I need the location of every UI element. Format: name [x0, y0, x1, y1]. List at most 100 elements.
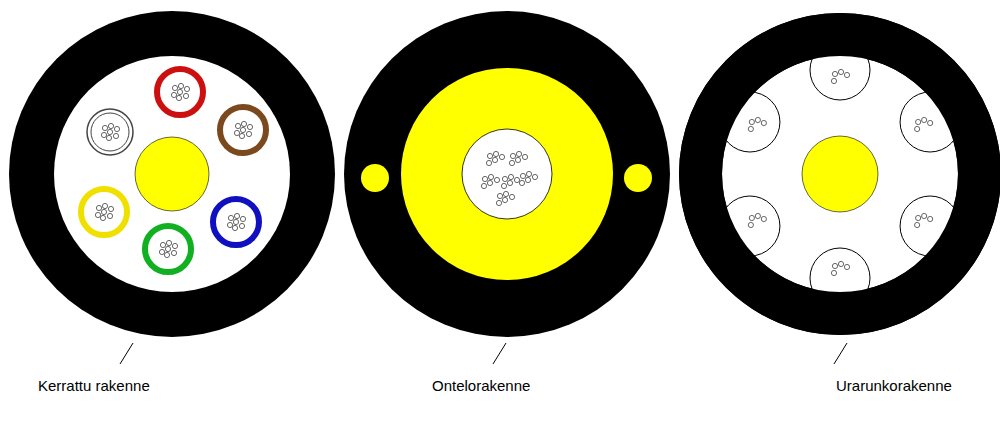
slotted-core-cable: [679, 13, 1000, 335]
fiber: [494, 177, 499, 182]
fiber: [172, 243, 177, 248]
fiber: [178, 83, 183, 88]
fiber: [507, 180, 512, 185]
fiber: [514, 177, 519, 182]
fiber: [108, 206, 113, 211]
fiber: [922, 213, 927, 218]
fiber: [234, 213, 239, 218]
fiber: [844, 72, 849, 77]
central-tube-cable: [344, 11, 670, 337]
fiber: [486, 160, 491, 165]
fiber: [532, 174, 537, 179]
fiber: [492, 157, 497, 162]
fiber: [247, 124, 252, 129]
fiber: [246, 131, 251, 136]
fiber: [159, 249, 164, 254]
fiber: [171, 250, 176, 255]
fiber: [749, 215, 754, 220]
fiber: [502, 197, 507, 202]
fiber: [239, 223, 244, 228]
fiber: [488, 174, 493, 179]
structure-label: Ontelorakenne: [432, 377, 530, 395]
structure-label: Urarunkorakenne: [836, 377, 952, 395]
fiber-cluster: [234, 121, 252, 138]
fiber: [496, 200, 501, 205]
fiber: [239, 133, 244, 138]
fiber: [165, 246, 170, 251]
fiber: [232, 225, 237, 230]
leader-line: [120, 343, 133, 364]
fiber: [928, 120, 933, 125]
fiber-cluster: [501, 174, 519, 188]
fiber: [761, 120, 766, 125]
fiber: [832, 263, 837, 268]
fiber: [838, 69, 843, 74]
fiber: [509, 194, 514, 199]
fiber: [487, 180, 492, 185]
fiber-cluster: [831, 261, 849, 275]
fiber: [748, 222, 753, 227]
fiber-cluster: [101, 123, 119, 140]
fiber: [235, 123, 240, 128]
fiber-bundles: [95, 69, 932, 275]
fiber: [482, 176, 487, 181]
fiber: [916, 215, 921, 220]
fiber-cluster: [95, 203, 113, 220]
fiber: [106, 135, 111, 140]
fiber: [234, 130, 239, 135]
fiber-cluster: [831, 69, 849, 83]
fiber: [241, 121, 246, 126]
fiber: [502, 176, 507, 181]
fiber: [761, 216, 766, 221]
fiber: [844, 264, 849, 269]
fiber: [101, 209, 106, 214]
fiber: [503, 191, 508, 196]
fiber: [508, 174, 513, 179]
fiber: [515, 157, 520, 162]
fiber: [172, 85, 177, 90]
fiber-cluster: [171, 83, 189, 100]
fiber: [100, 215, 105, 220]
fiber: [493, 151, 498, 156]
fiber: [176, 95, 181, 100]
fiber: [102, 203, 107, 208]
fiber: [509, 160, 514, 165]
fiber-cluster: [915, 117, 933, 131]
fiber: [487, 153, 492, 158]
fiber: [526, 171, 531, 176]
fiber: [240, 127, 245, 132]
fiber: [525, 177, 530, 182]
fiber: [922, 117, 927, 122]
fiber: [227, 222, 232, 227]
fiber-cluster: [748, 117, 766, 131]
fiber-cluster: [496, 191, 514, 205]
fiber: [522, 154, 527, 159]
fiber: [183, 93, 188, 98]
fiber: [755, 117, 760, 122]
stranded-cable: [9, 11, 335, 337]
fiber: [102, 125, 107, 130]
fiber: [516, 151, 521, 156]
fiber: [831, 270, 836, 275]
fiber-cluster: [748, 213, 766, 227]
fiber: [228, 215, 233, 220]
fiber: [831, 78, 836, 83]
fiber: [177, 89, 182, 94]
fiber: [501, 183, 506, 188]
fiber: [928, 216, 933, 221]
fiber: [519, 180, 524, 185]
fiber: [240, 216, 245, 221]
fiber-cluster: [509, 151, 527, 165]
fiber: [915, 222, 920, 227]
fiber: [108, 123, 113, 128]
fiber-cluster: [227, 213, 245, 230]
fiber: [107, 213, 112, 218]
fiber: [233, 219, 238, 224]
structure-label: Kerrattu rakenne: [38, 377, 150, 395]
fiber-cluster: [519, 171, 537, 185]
fiber: [107, 129, 112, 134]
fiber-cluster: [915, 213, 933, 227]
fiber: [113, 133, 118, 138]
